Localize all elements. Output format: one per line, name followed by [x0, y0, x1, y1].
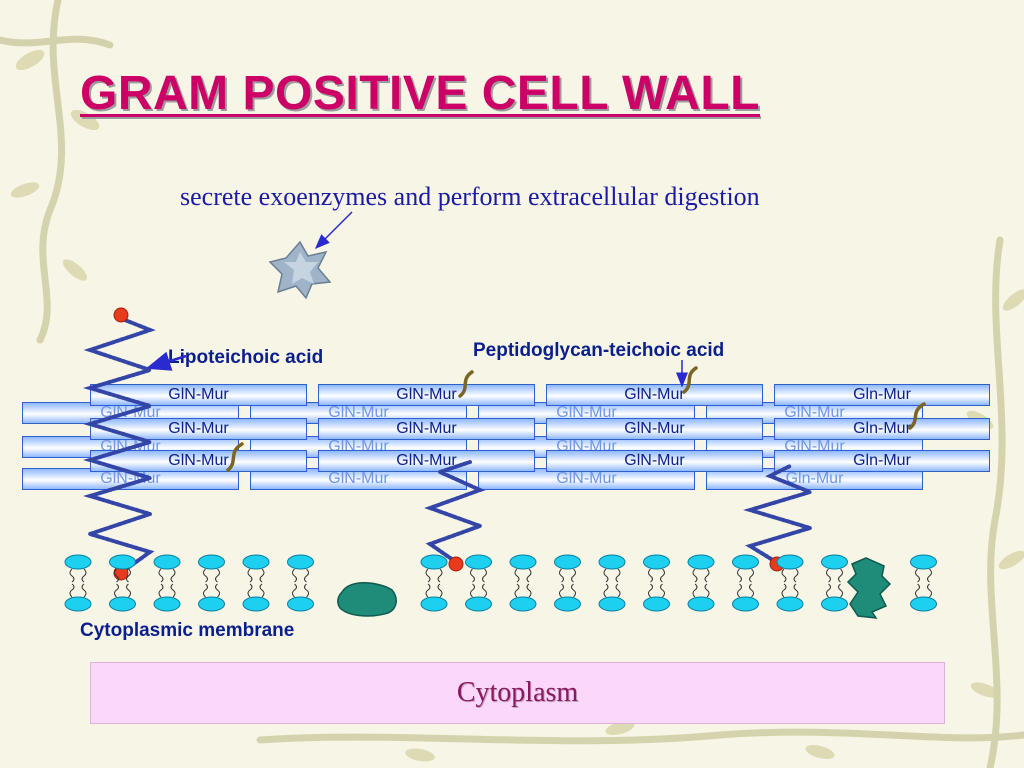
label-lipoteichoic-acid: Lipoteichoic acid	[168, 347, 324, 368]
label-cytoplasmic-membrane: Cytoplasmic membrane	[80, 620, 295, 641]
label-peptidoglycan-teichoic-acid: Peptidoglycan-teichoic acid	[473, 340, 725, 361]
peptidoglycan-brick: GlN-Mur	[90, 450, 307, 472]
slide-subtitle: secrete exoenzymes and perform extracell…	[180, 182, 760, 211]
peptidoglycan-brick: GlN-Mur	[318, 418, 535, 440]
peptidoglycan-brick: GlN-Mur	[90, 384, 307, 406]
peptidoglycan-brick: GlN-Mur	[318, 450, 535, 472]
peptidoglycan-brick: Gln-Mur	[774, 418, 990, 440]
peptidoglycan-brick: GlN-Mur	[318, 384, 535, 406]
peptidoglycan-brick: GlN-Mur	[546, 384, 763, 406]
cytoplasm-label: Cytoplasm	[456, 677, 579, 708]
peptidoglycan-brick: Gln-Mur	[774, 450, 990, 472]
peptidoglycan-brick: GlN-Mur	[546, 418, 763, 440]
slide-title: GRAM POSITIVE CELL WALL	[80, 67, 760, 120]
peptidoglycan-brick: GlN-Mur	[90, 418, 307, 440]
peptidoglycan-brick: Gln-Mur	[774, 384, 990, 406]
cytoplasm-region: Cytoplasm	[90, 662, 945, 724]
peptidoglycan-brick: GlN-Mur	[546, 450, 763, 472]
